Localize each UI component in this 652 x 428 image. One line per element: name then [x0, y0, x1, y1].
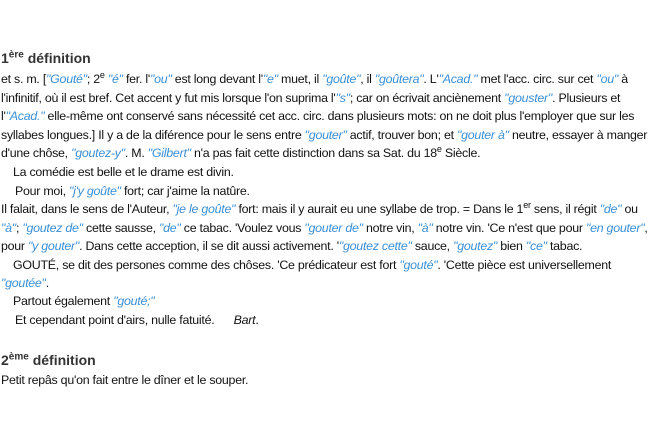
word-link[interactable]: "Gilbert" — [147, 146, 191, 160]
word-link[interactable]: "gouter à" — [457, 127, 509, 142]
paragraph: Pour moi, "j'y goûte" fort; car j'aime l… — [1, 182, 649, 201]
word-link[interactable]: "ou" — [596, 72, 619, 86]
word-link[interactable]: "Acad." — [438, 72, 478, 86]
paragraph: La comédie est belle et le drame est div… — [1, 163, 649, 182]
word-link[interactable]: "à" — [1, 220, 16, 235]
text: ; car on écrivait anciènement — [349, 90, 505, 105]
word-link[interactable]: "gouté" — [399, 257, 438, 272]
definition-label: définition — [27, 50, 91, 66]
word-link[interactable]: "Gouté" — [46, 72, 87, 86]
word-link[interactable]: "Acad." — [5, 109, 45, 123]
author-citation: Bart — [233, 312, 256, 327]
text: cette sausse, — [82, 220, 159, 235]
word-link[interactable]: "ou" — [150, 72, 172, 86]
word-link[interactable]: "goutée" — [1, 276, 46, 290]
word-link[interactable]: "goutez cette" — [338, 239, 412, 253]
definition-1-quotes: La comédie est belle et le drame est div… — [1, 163, 649, 293]
word-link[interactable]: "goutez de" — [22, 220, 83, 235]
text: n'a pas fait cette distinction dans sa S… — [190, 146, 437, 160]
text: . — [255, 312, 259, 327]
text: . M. — [124, 146, 148, 160]
text: fort: mais il y aurait eu une syllabe de… — [235, 202, 524, 216]
text: . Plusieurs et l' — [1, 90, 624, 124]
word-link[interactable]: "gouter" — [304, 127, 347, 142]
ordinal-suffix: ère — [8, 49, 24, 61]
word-link[interactable]: "gouster" — [504, 90, 553, 105]
text: fort; car j'aime la natûre. — [120, 183, 250, 198]
text: Siècle. — [441, 146, 481, 160]
definition-number: 1 — [1, 50, 9, 66]
word-link[interactable]: "é" — [107, 72, 123, 86]
paragraph: GOUTÉ, se dit des persones comme des chô… — [1, 256, 649, 275]
text: . Dans cette acception, il se dit aussi … — [79, 239, 339, 253]
word-link[interactable]: "goutez" — [453, 239, 498, 253]
word-link[interactable]: "s" — [335, 90, 351, 105]
word-link[interactable]: "de" — [158, 220, 181, 235]
ordinal-suffix: ème — [8, 351, 29, 363]
text: . L' — [423, 72, 439, 86]
text: bien — [497, 239, 526, 253]
text: elle-même ont conservé sans nécessité ce… — [1, 109, 638, 142]
paragraph: "goutée". — [1, 274, 649, 293]
text: . — [45, 276, 49, 290]
text: Petit repâs qu'on fait entre le dîner et… — [1, 373, 249, 387]
text: neutre, essayer à manger d'une chôse, — [1, 127, 651, 161]
word-link[interactable]: "e" — [262, 72, 278, 86]
paragraph: Petit repâs qu'on fait entre le dîner et… — [1, 371, 248, 390]
definition-number: 2 — [1, 352, 9, 368]
paragraph: et s. m. ["Gouté"; 2e "é" fer. l'"ou" es… — [1, 70, 649, 163]
text: , il — [360, 72, 375, 86]
text: Et cependant point d'airs, nulle fatuité… — [15, 312, 234, 327]
word-link[interactable]: "à" — [417, 220, 433, 235]
word-link[interactable]: "je le goûte" — [172, 202, 236, 216]
text: , pour — [1, 220, 651, 254]
superscript: e — [99, 69, 105, 80]
text: muet, il — [277, 72, 323, 86]
text: met l'acc. circ. sur cet — [477, 72, 597, 86]
word-link[interactable]: "goûtera" — [374, 72, 424, 86]
text: notre vin. 'Ce n'est que pour — [432, 220, 586, 235]
superscript: e — [436, 143, 442, 154]
definition-2-body: Petit repâs qu'on fait entre le dîner et… — [1, 371, 248, 390]
definition-label: définition — [32, 352, 96, 368]
superscript: er — [523, 199, 531, 210]
text: sauce, — [411, 239, 454, 253]
text: ou — [621, 202, 641, 216]
word-link[interactable]: "gouter de" — [304, 220, 363, 235]
paragraph: Et cependant point d'airs, nulle fatuité… — [1, 311, 259, 330]
text: notre vin, — [362, 220, 418, 235]
text: et s. m. [ — [1, 72, 47, 86]
text: est long devant l' — [171, 72, 263, 86]
text: Il falait, dans le sens de l'Auteur, — [1, 202, 173, 216]
definition-1-body: et s. m. ["Gouté"; 2e "é" fer. l'"ou" es… — [1, 70, 649, 163]
text: ce tabac. 'Voulez vous — [180, 220, 305, 235]
text: ; — [15, 220, 23, 235]
text: . 'Cette pièce est universellement — [437, 257, 615, 272]
definition-heading-2: 2ème définition — [1, 350, 96, 370]
word-link[interactable]: "goûte" — [322, 72, 361, 86]
text: GOUTÉ, se dit des persones comme des chô… — [13, 257, 400, 272]
text: fer. l' — [122, 72, 151, 86]
paragraph: Il falait, dans le sens de l'Auteur, "je… — [1, 200, 649, 256]
paragraph: Partout également "gouté;" — [1, 292, 259, 311]
word-link[interactable]: "gouté;" — [113, 294, 155, 308]
word-link[interactable]: "j'y goûte" — [68, 183, 121, 198]
word-link[interactable]: "ce" — [525, 239, 547, 253]
definition-heading-1: 1ère définition — [1, 48, 91, 68]
text: actif, trouver bon; et — [346, 127, 457, 142]
word-link[interactable]: "y gouter" — [28, 239, 80, 253]
text: tabac. — [546, 239, 583, 253]
word-link[interactable]: "de" — [599, 202, 622, 216]
text: La comédie est belle et le drame est div… — [13, 165, 234, 179]
text: Partout également — [13, 294, 114, 308]
definition-1-citation: Partout également "gouté;"Et cependant p… — [1, 292, 259, 329]
text: ; 2 — [86, 72, 100, 86]
word-link[interactable]: "goutez-y" — [71, 146, 125, 160]
text: à l'infinitif, où il est bref. Cet accen… — [1, 72, 632, 105]
word-link[interactable]: "en gouter" — [585, 220, 645, 235]
text: Pour moi, — [15, 183, 69, 198]
text: sens, il régit — [530, 202, 600, 216]
